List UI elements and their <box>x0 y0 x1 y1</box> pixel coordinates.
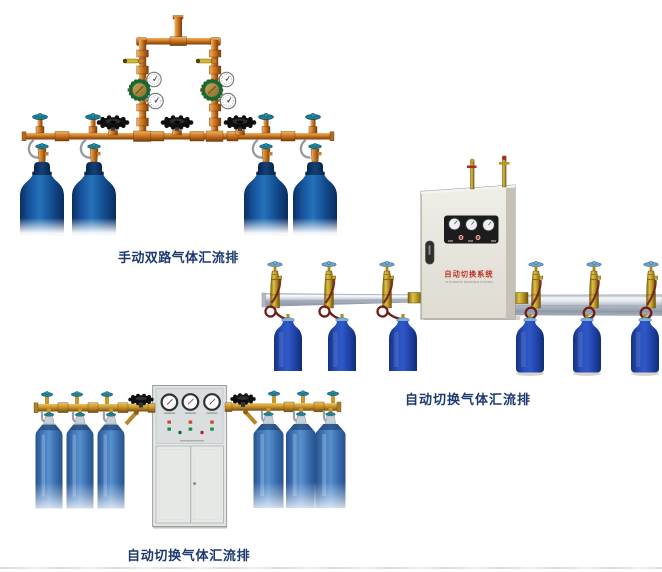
svg-text:自动切换系统: 自动切换系统 <box>444 270 493 279</box>
svg-text:AUTOMATIC MANIFOLD SYSTEM: AUTOMATIC MANIFOLD SYSTEM <box>446 280 493 284</box>
